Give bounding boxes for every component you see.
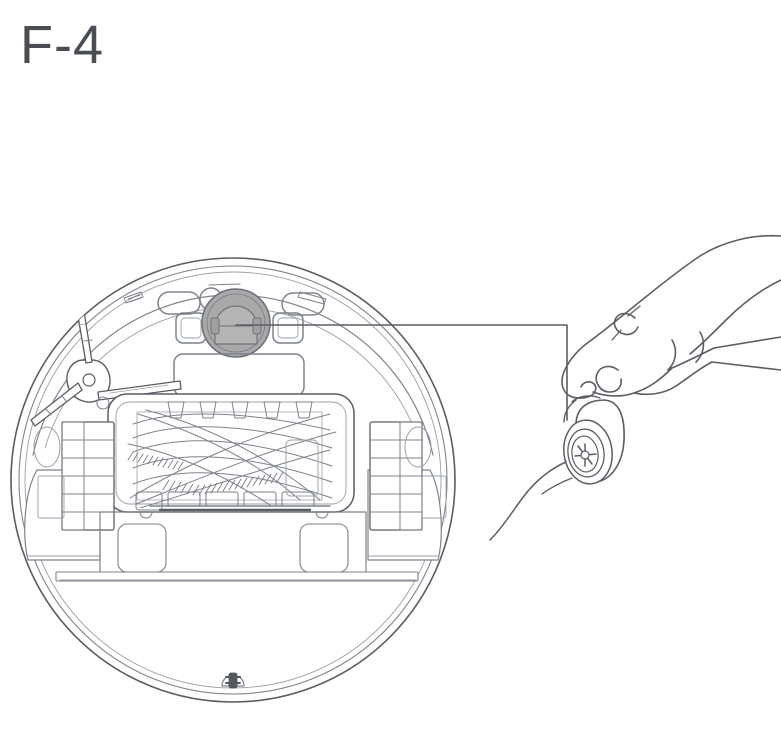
hand — [561, 234, 781, 399]
main-brush-roller — [107, 393, 355, 519]
caster-wheel-socket — [201, 288, 271, 358]
figure-label: F-4 — [20, 15, 104, 75]
caster-wheel-part — [489, 395, 625, 541]
lower-panel — [55, 511, 419, 582]
charging-contact — [221, 672, 245, 689]
bumper-seam — [123, 283, 327, 305]
left-drive-wheel — [24, 421, 115, 561]
right-drive-wheel — [367, 421, 447, 561]
leader-line — [235, 324, 568, 421]
